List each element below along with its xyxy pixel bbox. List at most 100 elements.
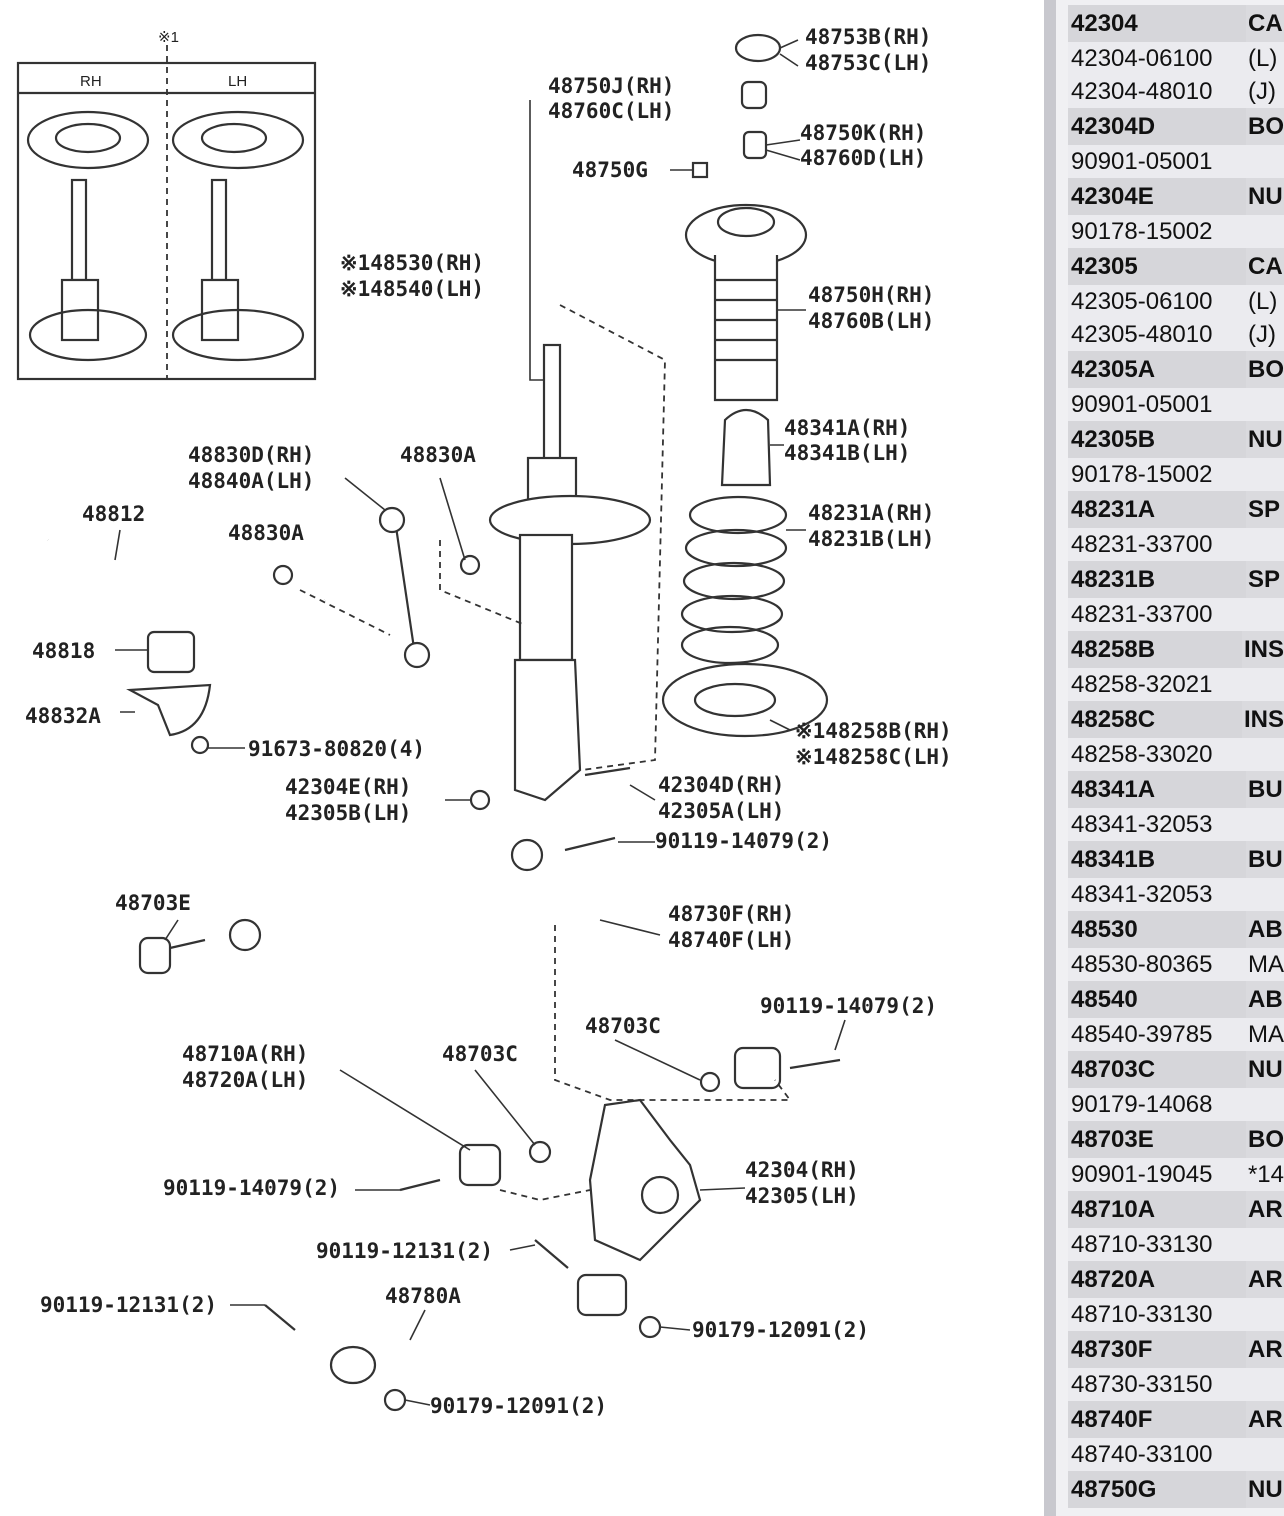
part-description: (J) (1248, 320, 1276, 348)
part-number-row[interactable]: 48231-33700 (1068, 598, 1284, 631)
callout: 48753B(RH) (805, 25, 931, 49)
callout: 48231A(RH) (808, 501, 934, 525)
part-code: 90178-15002 (1071, 217, 1213, 245)
part-number-row[interactable]: 90178-15002 (1068, 458, 1284, 491)
part-number-row[interactable]: 48710-33130 (1068, 1298, 1284, 1331)
part-number-row[interactable]: 42305-48010 (J) (1068, 318, 1284, 351)
part-number-row[interactable]: 90179-14068 (1068, 1088, 1284, 1121)
part-number-row[interactable]: 90901-19045*14 (1068, 1158, 1284, 1191)
callout: 48832A (25, 704, 101, 728)
part-number-row[interactable]: 48730-33150 (1068, 1368, 1284, 1401)
part-code: 48231B (1068, 561, 1246, 598)
part-code: 48750G (1068, 1471, 1246, 1508)
callout: 48830A (228, 521, 304, 545)
inset-lh-label: LH (228, 73, 247, 90)
part-code: 90901-05001 (1071, 390, 1213, 418)
part-description: CA (1248, 9, 1283, 37)
part-number-row[interactable]: 90901-05001 (1068, 145, 1284, 178)
part-code: 48540 (1068, 981, 1246, 1018)
part-number-row[interactable]: 48258-32021 (1068, 668, 1284, 701)
callout: 48710A(RH) (182, 1042, 308, 1066)
part-number-row[interactable]: 48231-33700 (1068, 528, 1284, 561)
part-code: 48530 (1068, 911, 1246, 948)
part-description: AR (1248, 1265, 1283, 1293)
callout: 90119-12131(2) (316, 1239, 493, 1263)
part-number-row[interactable]: 48710-33130 (1068, 1228, 1284, 1261)
callout: 90119-14079(2) (163, 1176, 340, 1200)
callout: 42304(RH) (745, 1158, 859, 1182)
suspension-parts-diagram: ※1 RH LH (16, 25, 952, 1418)
part-number-row[interactable]: 42304-06100(L) (1068, 42, 1284, 75)
callout: 48703C (585, 1014, 661, 1038)
part-code: 48231A (1068, 491, 1246, 528)
part-description: NU (1248, 425, 1283, 453)
leader-lines (114, 39, 846, 1406)
part-code: 42305-48010 (1071, 320, 1213, 348)
part-description: SP (1248, 495, 1281, 523)
stabilizer-bar (47, 506, 481, 755)
callout: 48341A(RH) (784, 416, 910, 440)
part-code: 48341-32053 (1071, 880, 1213, 908)
callout: 90119-14079(2) (760, 994, 937, 1018)
part-code: 42305-06100 (1071, 287, 1213, 315)
part-code: 42304-48010 (1071, 77, 1213, 105)
part-code: 48710-33130 (1071, 1300, 1213, 1328)
part-code: 90178-15002 (1071, 460, 1213, 488)
callout: 42305(LH) (745, 1184, 859, 1208)
callout: 48750H(RH) (808, 283, 934, 307)
part-callouts: 48753B(RH) 48753C(LH) 48750J(RH) 48760C(… (25, 25, 952, 1418)
part-description: INS (1243, 705, 1284, 733)
part-number-row[interactable]: 48341-32053 (1068, 808, 1284, 841)
part-description: INS (1243, 635, 1284, 663)
callout: 90179-12091(2) (430, 1394, 607, 1418)
callout: 42304E(RH) (285, 775, 411, 799)
callout: 48720A(LH) (182, 1068, 308, 1092)
callout: ※148540(LH) (340, 277, 484, 301)
part-number-row[interactable]: 42305-06100(L) (1068, 285, 1284, 318)
callout: 48750J(RH) (548, 74, 674, 98)
part-number-row[interactable]: 48258-33020 (1068, 738, 1284, 771)
part-code: 42304E (1068, 178, 1246, 215)
part-number-row[interactable]: 48740-33100 (1068, 1438, 1284, 1471)
part-description: AB (1248, 915, 1283, 943)
part-description: AR (1248, 1405, 1283, 1433)
inset-variant-box: ※1 RH LH (16, 29, 317, 381)
part-number-row[interactable]: 42304-48010(J) (1068, 75, 1284, 108)
callout: 90179-12091(2) (692, 1318, 869, 1342)
part-code: 48703E (1068, 1121, 1246, 1158)
part-code: 48341-32053 (1071, 810, 1213, 838)
callout: ※148258C(LH) (795, 745, 952, 769)
part-code: 48710A (1068, 1191, 1246, 1228)
callout: 48830A (400, 443, 476, 467)
part-description: AR (1248, 1195, 1283, 1223)
part-number-row[interactable]: 90901-05001 (1068, 388, 1284, 421)
part-number-row[interactable]: 48341-32053 (1068, 878, 1284, 911)
part-code: 48258B (1068, 631, 1242, 668)
part-code: 48740-33100 (1071, 1440, 1213, 1468)
part-number-row[interactable]: 90178-15002 (1068, 215, 1284, 248)
callout: 48753C(LH) (805, 51, 931, 75)
